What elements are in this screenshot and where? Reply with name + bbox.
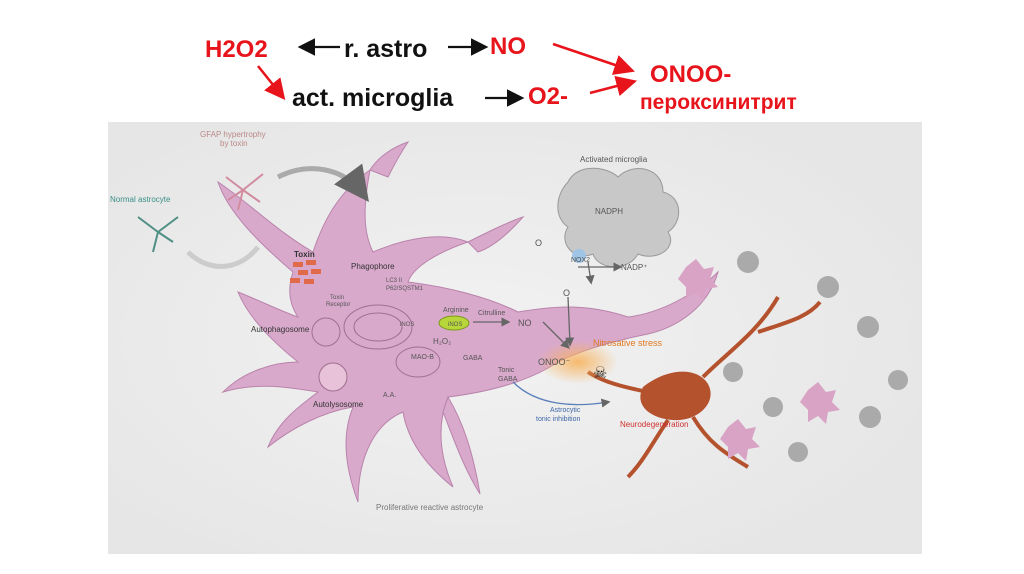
activated-microglia [557, 167, 680, 268]
proliferative-label: Proliferative reactive astrocyte [376, 503, 484, 512]
autolysosome-label: Autolysosome [313, 400, 364, 409]
autophagosome-label: Autophagosome [251, 325, 310, 334]
arrow-o2-to-onoo [589, 75, 638, 97]
mechanism-figure: ☠ [108, 122, 922, 554]
toxin-receptor-line1: Toxin [330, 295, 344, 301]
lc3-label: LC3 II [386, 278, 402, 284]
inos-label: iNOS [448, 322, 462, 328]
gfap-label-line1: GFAP hypertrophy [200, 130, 266, 139]
tonic-gaba-line2: GABA [498, 376, 518, 383]
nitrosative-glow [538, 340, 618, 384]
o2-label: O2- [528, 83, 569, 110]
arrow-no-to-onoo [552, 42, 635, 75]
onoo-label: ONOO- [650, 61, 732, 88]
background-cells [678, 251, 908, 462]
toxin-label: Toxin [294, 250, 315, 259]
normal-astrocyte-icon [137, 216, 179, 253]
astrocytic-line1: Astrocytic [550, 407, 581, 414]
nox2-icon [572, 249, 586, 263]
figure-svg: ☠ [108, 122, 922, 554]
tonic-gaba-line1: Tonic [498, 367, 515, 374]
arrow-h2o2-to-microglia [256, 65, 286, 101]
pathway-arrows [473, 261, 623, 408]
inos-left-label: iNOS [400, 322, 414, 328]
reactive-astrocyte [217, 141, 720, 503]
phagophore-label: Phagophore [351, 262, 395, 271]
normal-astrocyte-label: Normal astrocyte [110, 195, 171, 204]
o2-down-label: O [563, 288, 570, 298]
p62-label: P62/SQSTM1 [386, 286, 424, 292]
neurodegeneration-label: Neurodegeneration [620, 420, 689, 429]
toxin-receptor-line2: Receptor [326, 302, 350, 308]
organelles [311, 304, 441, 392]
skull-icon: ☠ [593, 365, 607, 382]
nox2-label: NOX2 [571, 257, 590, 264]
inos-icon [438, 315, 470, 331]
arginine-label: Arginine [443, 307, 469, 314]
astro-label: r. astro [344, 35, 428, 63]
gaba-label: GABA [463, 355, 483, 362]
onoo-figure-label: ONOO⁻ [538, 357, 571, 367]
citrulline-label: Citrulline [478, 310, 505, 317]
o2-top-label: O [535, 238, 542, 248]
gfap-label-line2: by toxin [220, 139, 248, 148]
hypertrophy-arrow [276, 163, 369, 203]
gfap-astrocyte-icon [225, 173, 264, 211]
astrocytic-line2: tonic inhibition [536, 416, 580, 423]
peroxynitrite-label: пероксинитрит [640, 91, 797, 114]
microglia-label: act. microglia [292, 84, 454, 112]
no-label: NO [490, 33, 526, 60]
h2o2-label: H2O2 [205, 36, 268, 63]
aa-label: A.A. [383, 392, 396, 399]
maob-label: MAO-B [411, 354, 434, 361]
toxin-cluster [290, 260, 321, 284]
normal-arrow [186, 245, 260, 269]
nadp-label: NADP⁺ [621, 263, 647, 272]
nadph-label: NADPH [595, 207, 623, 216]
no-figure-label: NO [518, 318, 532, 328]
neuron [586, 296, 822, 479]
activated-microglia-label: Activated microglia [580, 155, 648, 164]
h2o2-figure-label: H₂O₂ [433, 337, 451, 346]
nitrosative-label: Nitrosative stress [593, 338, 663, 348]
